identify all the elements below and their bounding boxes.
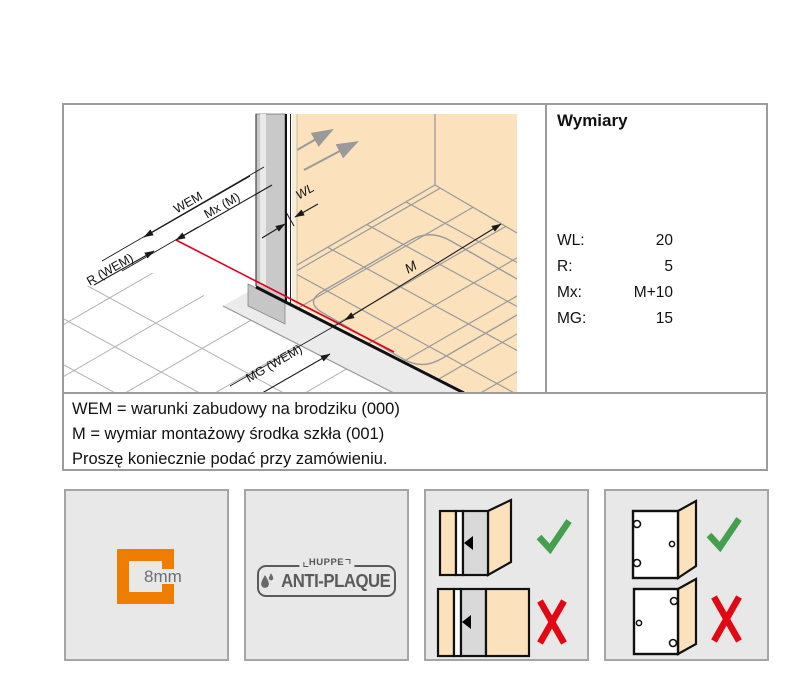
dimension-row-value: M+10: [633, 284, 673, 301]
water-drops-icon: [261, 573, 274, 588]
brand-text: HUPPE: [308, 557, 345, 568]
logo-tick-right-icon: [345, 559, 351, 564]
panel-open-icon: [438, 498, 513, 577]
glass-center-red-line: [175, 239, 395, 353]
glass-pane-edge: [285, 114, 298, 306]
note-line: WEM = warunki zabudowy na brodziku (000): [72, 400, 400, 418]
hinge-side-badge: [604, 489, 769, 661]
cross-icon: [537, 599, 567, 645]
anti-plaque-pill: ANTI-PLAQUE: [257, 565, 396, 597]
dimension-row: MG: 15: [557, 306, 766, 332]
glass-profile-icon: [117, 549, 174, 604]
dimension-row-label: WL:: [557, 232, 585, 249]
panel-flat-icon: [436, 587, 531, 658]
technical-drawing-panel: WEM Mx (M) R (WEM) WL M MG (WEM) Wymiary…: [62, 103, 768, 471]
dimension-row-label: MG:: [557, 310, 587, 327]
door-hinge-right-icon: [632, 577, 698, 656]
door-hinge-left-icon: [631, 499, 698, 581]
note-line: Proszę koniecznie podać przy zamówieniu.: [72, 450, 388, 468]
door-direction-arrows: [296, 129, 359, 171]
dim-label-mg: MG (WEM): [243, 342, 304, 385]
dimension-row-value: 20: [655, 232, 673, 249]
isometric-diagram: WEM Mx (M) R (WEM) WL M MG (WEM): [64, 105, 545, 392]
panel-orientation-icons: [436, 498, 572, 658]
note-line: M = wymiar montażowy środka szkła (001): [72, 425, 385, 443]
dimension-row: R: 5: [557, 254, 766, 280]
shower-corner-drawing: WEM Mx (M) R (WEM) WL M MG (WEM): [64, 113, 518, 392]
hinge-side-icons: [631, 499, 742, 656]
dimensions-panel: Wymiary WL: 20 R: 5 Mx: M+10 MG: 15: [545, 105, 766, 392]
dimension-row-value: 15: [655, 310, 673, 327]
anti-plaque-label: ANTI-PLAQUE: [280, 570, 391, 591]
dimension-row-label: R:: [557, 258, 573, 275]
dimension-lines: [93, 166, 502, 392]
dimensions-table: WL: 20 R: 5 Mx: M+10 MG: 15: [557, 228, 766, 332]
check-icon: [706, 517, 742, 553]
glass-thickness-label: 8mm: [144, 567, 182, 586]
dimension-row-value: 5: [664, 258, 673, 275]
anti-plaque-badge: ANTI-PLAQUE HUPPE: [244, 489, 409, 661]
glass-thickness-badge: 8mm: [64, 489, 229, 661]
check-icon: [536, 519, 572, 555]
panel-orientation-badge: [424, 489, 589, 661]
anti-plaque-logo: ANTI-PLAQUE HUPPE: [257, 557, 396, 597]
dimensions-title: Wymiary: [557, 111, 628, 130]
dimension-row-label: Mx:: [557, 284, 582, 301]
tray-edge: [255, 285, 465, 392]
dimension-row: WL: 20: [557, 228, 766, 254]
dimension-row: Mx: M+10: [557, 280, 766, 306]
logo-tick-left-icon: [302, 562, 308, 567]
cross-icon: [711, 595, 742, 643]
brand-label: HUPPE: [298, 557, 355, 569]
notes-area: WEM = warunki zabudowy na brodziku (000)…: [64, 392, 766, 469]
